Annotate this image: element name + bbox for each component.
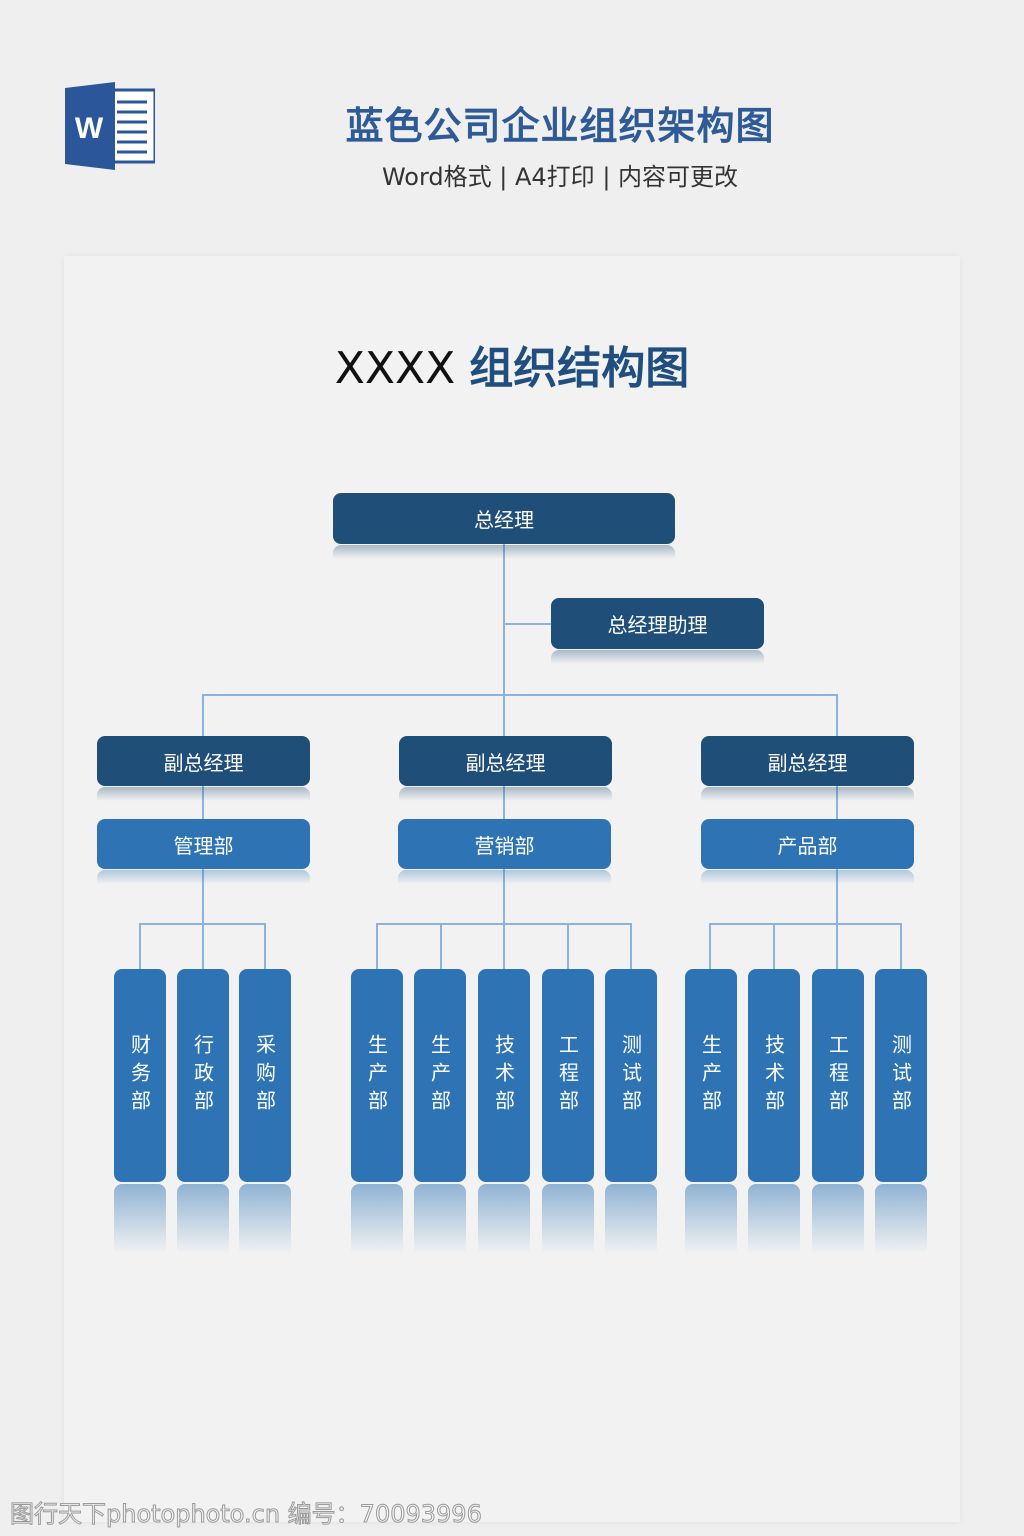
chart-title: XXXX 组织结构图 [0, 332, 1024, 396]
connector-line [440, 923, 442, 969]
connector-line [139, 923, 141, 969]
node-label: 生产部 [698, 1033, 723, 1118]
node-unit[interactable]: 行政部 [177, 969, 229, 1182]
connector-line [900, 923, 902, 969]
connector-line [567, 923, 569, 969]
node-unit[interactable]: 生产部 [351, 969, 403, 1182]
node-dept-product[interactable]: 产品部 [701, 819, 914, 869]
node-label: 产品部 [777, 833, 838, 858]
connector-line [630, 923, 632, 969]
node-reflection [333, 545, 675, 559]
node-label: 总经理 [474, 508, 534, 532]
node-dept-marketing[interactable]: 营销部 [398, 819, 611, 869]
node-unit[interactable]: 技术部 [748, 969, 800, 1182]
connector-line [836, 694, 838, 736]
node-reflection [239, 1184, 291, 1254]
node-label: 生产部 [364, 1033, 389, 1118]
node-label: 副总经理 [465, 750, 546, 775]
node-reflection [414, 1184, 466, 1254]
node-unit[interactable]: 技术部 [478, 969, 530, 1182]
node-reflection [701, 787, 914, 801]
node-assistant[interactable]: 总经理助理 [551, 598, 764, 649]
connector-line [773, 923, 775, 969]
connector-line [709, 923, 711, 969]
node-unit[interactable]: 测试部 [875, 969, 927, 1182]
node-dept-management[interactable]: 管理部 [97, 819, 310, 869]
node-reflection [542, 1184, 594, 1254]
node-unit[interactable]: 测试部 [605, 969, 657, 1182]
connector-line [139, 923, 266, 925]
node-reflection [701, 870, 914, 884]
chart-title-prefix: XXXX [334, 343, 456, 394]
node-unit[interactable]: 财务部 [114, 969, 166, 1182]
node-label: 技术部 [491, 1033, 516, 1118]
node-reflection [351, 1184, 403, 1254]
node-vp-3[interactable]: 副总经理 [701, 736, 914, 786]
connector-line [504, 623, 552, 625]
node-label: 生产部 [427, 1033, 452, 1118]
node-label: 财务部 [127, 1033, 152, 1118]
connector-line [264, 923, 266, 969]
node-reflection [875, 1184, 927, 1254]
node-label: 营销部 [474, 833, 535, 858]
node-reflection [114, 1184, 166, 1254]
connector-line [202, 694, 204, 736]
node-general-manager[interactable]: 总经理 [333, 493, 675, 544]
node-unit[interactable]: 采购部 [239, 969, 291, 1182]
connector-line [836, 786, 838, 820]
connector-line [503, 786, 505, 820]
node-unit[interactable]: 生产部 [685, 969, 737, 1182]
node-reflection [685, 1184, 737, 1254]
node-reflection [399, 787, 612, 801]
node-reflection [748, 1184, 800, 1254]
svg-text:W: W [75, 112, 104, 145]
word-document-icon: W [65, 82, 155, 170]
node-vp-1[interactable]: 副总经理 [97, 736, 310, 786]
node-label: 工程部 [825, 1033, 850, 1118]
node-label: 测试部 [888, 1033, 913, 1118]
node-unit[interactable]: 工程部 [542, 969, 594, 1182]
node-reflection [177, 1184, 229, 1254]
node-label: 副总经理 [163, 750, 244, 775]
connector-line [376, 923, 378, 969]
watermark: 图行天下photophoto.cn 编号：70093996 [10, 1500, 483, 1529]
node-label: 副总经理 [767, 750, 848, 775]
node-vp-2[interactable]: 副总经理 [399, 736, 612, 786]
node-label: 管理部 [173, 833, 234, 858]
connector-line [376, 923, 632, 925]
node-label: 测试部 [618, 1033, 643, 1118]
node-label: 行政部 [190, 1033, 215, 1118]
node-label: 采购部 [252, 1033, 277, 1118]
paper-page [64, 256, 960, 1522]
node-reflection [551, 650, 764, 664]
chart-title-main: 组织结构图 [469, 343, 690, 394]
node-label: 技术部 [761, 1033, 786, 1118]
node-label: 工程部 [555, 1033, 580, 1118]
document-subtitle: Word格式 | A4打印 | 内容可更改 [381, 163, 739, 191]
node-reflection [478, 1184, 530, 1254]
connector-line [202, 694, 838, 696]
connector-line [202, 869, 204, 969]
connector-line [503, 544, 505, 736]
node-label: 总经理助理 [607, 613, 708, 637]
node-reflection [605, 1184, 657, 1254]
document-title: 蓝色公司企业组织架构图 [345, 104, 775, 148]
node-reflection [97, 870, 310, 884]
connector-line [503, 869, 505, 969]
node-reflection [812, 1184, 864, 1254]
connector-line [709, 923, 902, 925]
node-reflection [97, 787, 310, 801]
connector-line [836, 869, 838, 969]
node-unit[interactable]: 生产部 [414, 969, 466, 1182]
node-reflection [398, 870, 611, 884]
node-unit[interactable]: 工程部 [812, 969, 864, 1182]
connector-line [202, 786, 204, 820]
